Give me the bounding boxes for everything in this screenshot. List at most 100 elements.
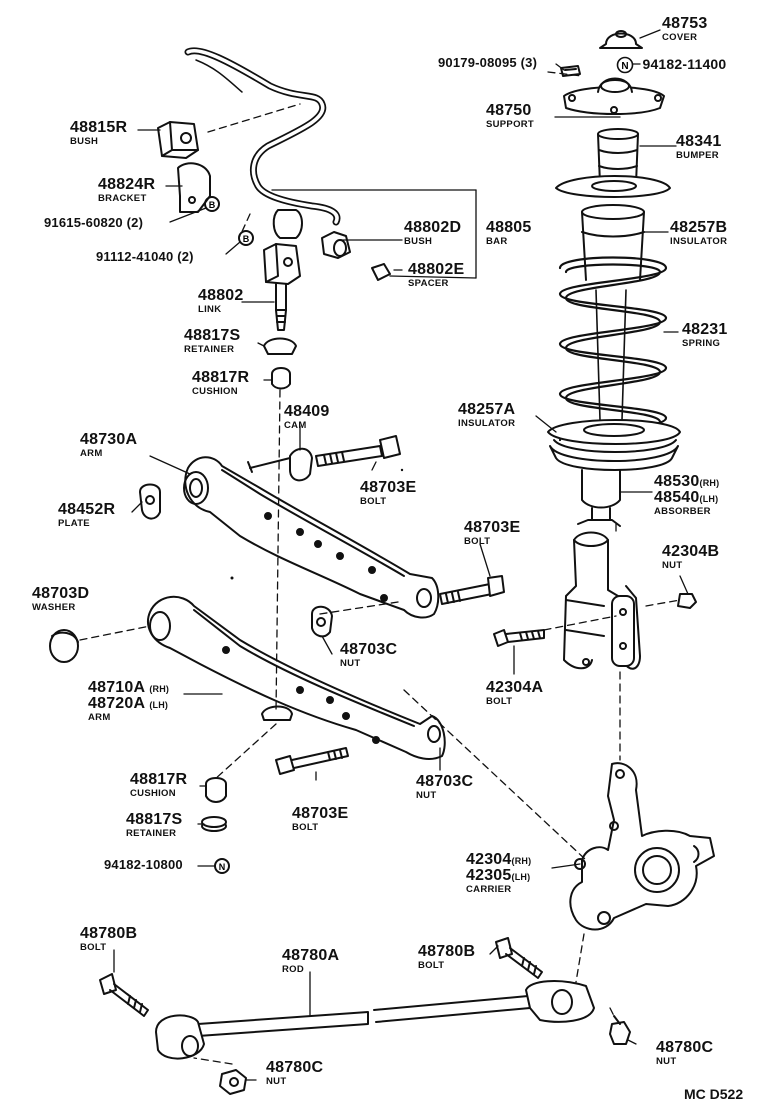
callout-arm-48710a: 48710A (RH) 48720A (LH) ARM bbox=[88, 680, 169, 723]
part-number: 48452R bbox=[58, 501, 116, 518]
retainer-lower-drawing bbox=[201, 816, 227, 832]
callout-bumper: 48341 BUMPER bbox=[676, 134, 722, 161]
part-name: ABSORBER bbox=[654, 506, 711, 517]
callout-link: 48802 LINK bbox=[198, 288, 244, 315]
support-drawing bbox=[563, 77, 665, 115]
part-number: 42304B bbox=[662, 543, 720, 560]
plate-drawing bbox=[139, 483, 161, 520]
part-number: 48409 bbox=[284, 403, 330, 420]
arm-48710a-drawing bbox=[147, 596, 446, 760]
callout-support-nut: 90179-08095 (3) bbox=[438, 56, 537, 69]
callout-nut-48780c-a: 48780C NUT bbox=[656, 1040, 713, 1067]
callout-nut-42304b: 42304B NUT bbox=[662, 544, 719, 571]
bracket-drawing bbox=[177, 162, 211, 213]
svg-text:B: B bbox=[209, 200, 216, 210]
nut-48780c-b-drawing bbox=[219, 1069, 247, 1095]
callout-cushion-lower: 48817R CUSHION bbox=[130, 772, 187, 799]
callout-cam: 48409 CAM bbox=[284, 404, 330, 431]
callout-cushion-upper: 48817R CUSHION bbox=[192, 370, 249, 397]
part-number-rh: 48710A (RH) bbox=[88, 679, 170, 696]
bush-48802d-drawing bbox=[321, 231, 351, 259]
part-name: PLATE bbox=[58, 518, 90, 529]
callout-nut-48703c-a: 48703C NUT bbox=[340, 642, 397, 669]
part-name: CUSHION bbox=[192, 386, 238, 397]
callout-carrier: 42304(RH) 42305(LH) CARRIER bbox=[466, 852, 531, 895]
part-name: SUPPORT bbox=[486, 119, 535, 130]
part-name: RETAINER bbox=[184, 344, 235, 355]
nut-48703c-a-drawing bbox=[311, 605, 333, 638]
part-name: BUSH bbox=[70, 136, 99, 147]
part-name: NUT bbox=[340, 658, 361, 669]
part-name: BOLT bbox=[80, 942, 107, 953]
part-number: 48805 bbox=[486, 219, 532, 236]
callout-bolt-48703e-c: 48703E BOLT bbox=[292, 806, 348, 833]
callout-bolt-42304a: 42304A BOLT bbox=[486, 680, 543, 707]
part-name: NUT bbox=[662, 560, 683, 571]
callout-spring: 48231 SPRING bbox=[682, 322, 728, 349]
part-number: 48802 bbox=[198, 287, 244, 304]
cushion-upper-drawing bbox=[271, 367, 291, 390]
part-number: 48817R bbox=[192, 369, 250, 386]
n-badge-icon: N bbox=[219, 862, 226, 872]
part-number: 94182-10800 bbox=[104, 857, 183, 872]
part-number: 91112-41040 (2) bbox=[96, 249, 194, 264]
callout-insulator-lower: 48257A INSULATOR bbox=[458, 402, 515, 429]
part-name: ROD bbox=[282, 964, 305, 975]
part-name: BUMPER bbox=[676, 150, 719, 161]
callout-plate: 48452R PLATE bbox=[58, 502, 115, 529]
assembly-lines bbox=[79, 71, 681, 1065]
part-number: 91615-60820 (2) bbox=[44, 215, 144, 230]
bolt-48703e-c-drawing bbox=[275, 747, 349, 775]
svg-text:N: N bbox=[621, 61, 628, 72]
callout-nut-94182-10800: 94182-10800 bbox=[104, 858, 183, 871]
bolt-48780b-a-drawing bbox=[99, 973, 149, 1017]
callout-washer: 48703D WASHER bbox=[32, 586, 89, 613]
bolt-42304a-drawing bbox=[493, 629, 545, 647]
callout-bolt-48780b-b: 48780B BOLT bbox=[418, 944, 475, 971]
part-number: 48750 bbox=[486, 102, 532, 119]
callout-nut-94182-11400: N 94182-11400 bbox=[616, 56, 726, 74]
insulator-upper-drawing bbox=[581, 204, 645, 281]
part-number-lh: 42305(LH) bbox=[466, 867, 531, 884]
callout-bolt-48703e-a: 48703E BOLT bbox=[360, 480, 416, 507]
part-number: 48703C bbox=[416, 773, 474, 790]
part-name: BOLT bbox=[418, 960, 445, 971]
part-number: 48817S bbox=[184, 327, 241, 344]
part-number: 48703E bbox=[292, 805, 349, 822]
bolt-48703e-a-drawing bbox=[315, 435, 401, 467]
cover-drawing bbox=[599, 30, 643, 49]
rod-drawing bbox=[155, 980, 595, 1060]
callout-retainer-upper: 48817S RETAINER bbox=[184, 328, 240, 355]
callout-bush-48815r: 48815R BUSH bbox=[70, 120, 127, 147]
callout-nut-48703c-b: 48703C NUT bbox=[416, 774, 473, 801]
part-name: RETAINER bbox=[126, 828, 177, 839]
bolt-badge-91615 bbox=[204, 196, 220, 212]
part-number: 48780B bbox=[80, 925, 138, 942]
callout-bolt-48780b-a: 48780B BOLT bbox=[80, 926, 137, 953]
part-number: 48231 bbox=[682, 321, 728, 338]
callout-bolt-48703e-b: 48703E BOLT bbox=[464, 520, 520, 547]
arm-48730a-drawing bbox=[183, 456, 440, 619]
part-number: 48703D bbox=[32, 585, 90, 602]
callout-support: 48750 SUPPORT bbox=[486, 103, 534, 130]
part-name: SPACER bbox=[408, 278, 449, 289]
part-name: NUT bbox=[416, 790, 437, 801]
carrier-drawing bbox=[569, 762, 715, 931]
part-number: 48817S bbox=[126, 811, 183, 828]
part-name: ARM bbox=[80, 448, 103, 459]
part-name: CAM bbox=[284, 420, 307, 431]
part-name: BAR bbox=[486, 236, 508, 247]
part-name: BRACKET bbox=[98, 193, 147, 204]
bolt-48703e-b-drawing bbox=[439, 575, 505, 605]
part-name: CUSHION bbox=[130, 788, 176, 799]
part-number: 48703E bbox=[464, 519, 521, 536]
part-number: 48780B bbox=[418, 943, 476, 960]
insulator-lower-drawing bbox=[547, 419, 681, 453]
part-number: 48802E bbox=[408, 261, 465, 278]
part-number-lh: 48540(LH) bbox=[654, 489, 719, 506]
leader-lines bbox=[113, 29, 689, 1081]
b-badge-icon: B bbox=[243, 234, 250, 244]
callout-retainer-lower: 48817S RETAINER bbox=[126, 812, 182, 839]
callout-bar: 48805 BAR bbox=[486, 220, 532, 247]
